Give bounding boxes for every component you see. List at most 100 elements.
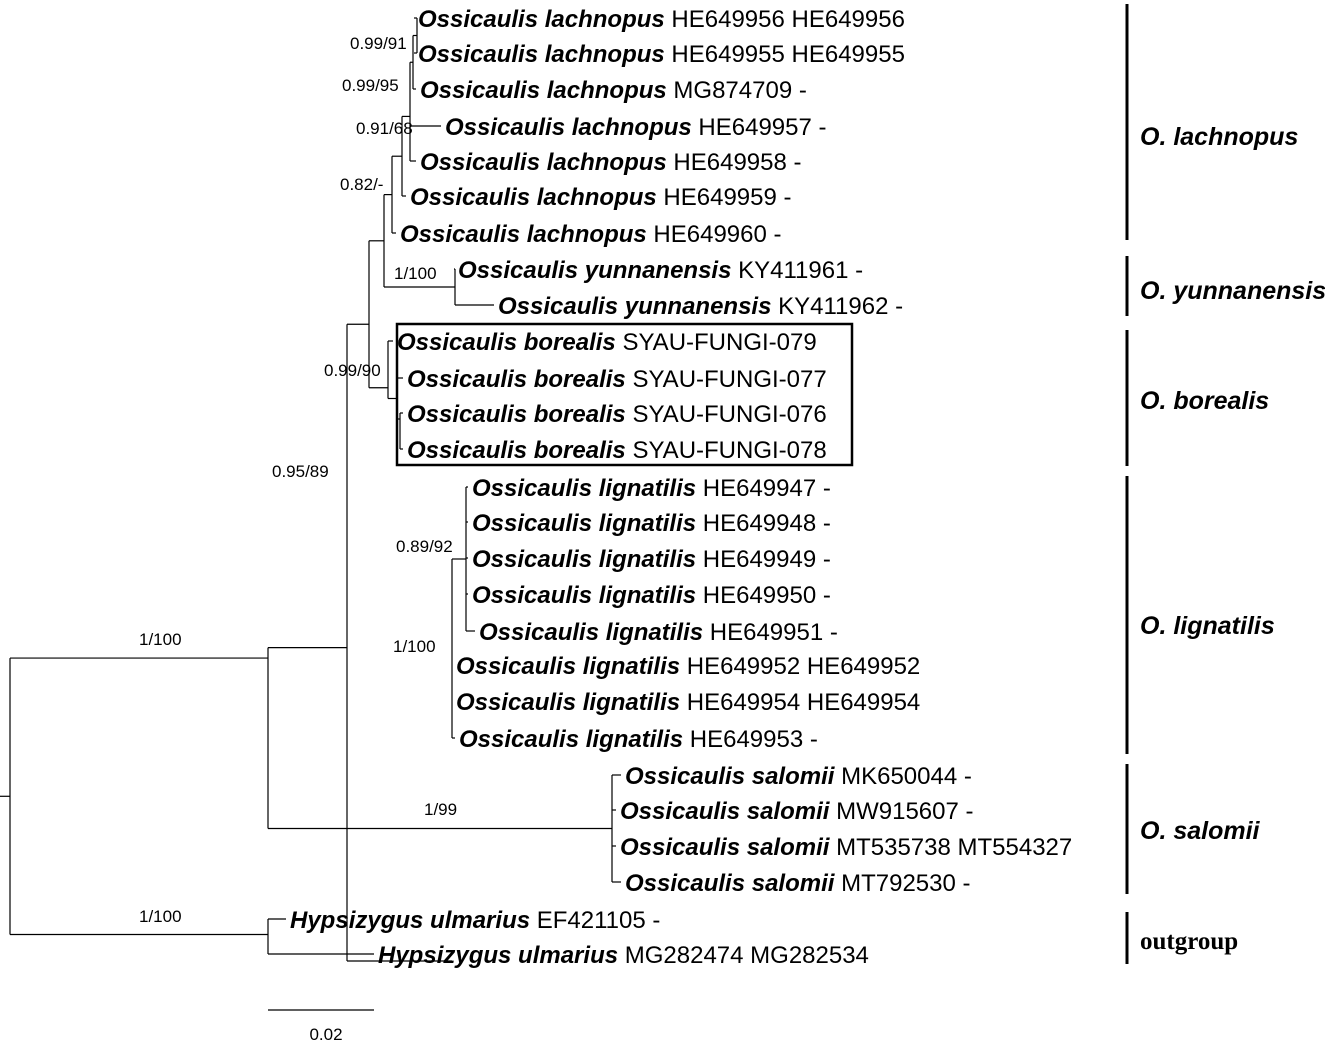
tip-species-name: Ossicaulis lachnopus — [410, 184, 657, 211]
tip-accessions: MW915607 - — [829, 798, 973, 825]
tip-accessions: HE649947 - — [696, 475, 831, 502]
support-value: 0.91/68 — [356, 119, 413, 138]
tip-label: Ossicaulis lachnopus MG874709 - — [420, 77, 807, 104]
tip-species-name: Ossicaulis lignatilis — [459, 726, 683, 753]
tip-accessions: KY411962 - — [771, 293, 903, 320]
clade-label: O. salomii — [1140, 817, 1261, 845]
tip-accessions: HE649949 - — [696, 546, 831, 573]
tip-label: Ossicaulis yunnanensis KY411962 - — [498, 293, 903, 320]
support-value: 0.89/92 — [396, 537, 453, 556]
scale-bar-label: 0.02 — [309, 1025, 342, 1044]
tip-accessions: HE649957 - — [692, 114, 827, 141]
tip-species-name: Ossicaulis lignatilis — [472, 582, 696, 609]
tip-accessions: MG282474 MG282534 — [618, 942, 869, 969]
tip-species-name: Ossicaulis yunnanensis — [458, 257, 731, 284]
tip-species-name: Ossicaulis lachnopus — [400, 221, 647, 248]
tip-accessions: HE649950 - — [696, 582, 831, 609]
tip-species-name: Ossicaulis lignatilis — [456, 689, 680, 716]
tip-label: Ossicaulis borealis SYAU-FUNGI-079 — [397, 329, 817, 356]
tip-accessions: MG874709 - — [667, 77, 807, 104]
support-value: 0.99/95 — [342, 76, 399, 95]
support-value: 1/100 — [394, 264, 437, 283]
tip-species-name: Ossicaulis lignatilis — [472, 475, 696, 502]
support-value: 0.99/90 — [324, 361, 381, 380]
tip-species-name: Ossicaulis lachnopus — [445, 114, 692, 141]
tip-species-name: Ossicaulis lachnopus — [420, 77, 667, 104]
tip-label: Ossicaulis borealis SYAU-FUNGI-076 — [407, 401, 827, 428]
tip-species-name: Ossicaulis salomii — [620, 798, 831, 825]
tip-labels: Ossicaulis lachnopus HE649956 HE649956Os… — [290, 6, 1072, 969]
tip-species-name: Ossicaulis salomii — [620, 834, 831, 861]
tip-species-name: Ossicaulis lachnopus — [420, 149, 667, 176]
tip-species-name: Ossicaulis lachnopus — [418, 41, 665, 68]
tip-accessions: SYAU-FUNGI-079 — [616, 329, 817, 356]
support-value: 0.99/91 — [350, 34, 407, 53]
tip-accessions: KY411961 - — [731, 257, 863, 284]
tip-species-name: Ossicaulis lignatilis — [456, 653, 680, 680]
tip-accessions: HE649953 - — [683, 726, 818, 753]
tip-accessions: HE649959 - — [657, 184, 792, 211]
tip-label: Ossicaulis lachnopus HE649960 - — [400, 221, 782, 248]
tip-species-name: Ossicaulis lignatilis — [472, 546, 696, 573]
tip-species-name: Ossicaulis borealis — [397, 329, 616, 356]
tip-accessions: HE649952 HE649952 — [680, 653, 920, 680]
clade-label: O. lachnopus — [1140, 123, 1298, 151]
tip-accessions: MK650044 - — [834, 763, 971, 790]
tip-species-name: Hypsizygus ulmarius — [290, 907, 530, 934]
tip-label: Ossicaulis lignatilis HE649949 - — [472, 546, 831, 573]
tip-accessions: HE649951 - — [703, 619, 838, 646]
clade-label: O. lignatilis — [1140, 612, 1275, 640]
tip-label: Ossicaulis salomii MK650044 - — [625, 763, 972, 790]
tip-accessions: HE649948 - — [696, 510, 831, 537]
tip-label: Ossicaulis borealis SYAU-FUNGI-078 — [407, 437, 827, 464]
tip-label: Ossicaulis salomii MT535738 MT554327 — [620, 834, 1072, 861]
tip-species-name: Ossicaulis borealis — [407, 401, 626, 428]
tip-label: Ossicaulis lignatilis HE649954 HE649954 — [456, 689, 920, 716]
tip-label: Ossicaulis lignatilis HE649953 - — [459, 726, 818, 753]
support-value: 0.82/- — [340, 175, 383, 194]
support-value: 1/100 — [139, 907, 182, 926]
support-value: 1/99 — [424, 800, 457, 819]
clade-label: outgroup — [1140, 928, 1238, 955]
tip-accessions: HE649954 HE649954 — [680, 689, 920, 716]
tip-label: Ossicaulis lignatilis HE649947 - — [472, 475, 831, 502]
tip-label: Ossicaulis lignatilis HE649948 - — [472, 510, 831, 537]
tip-accessions: HE649960 - — [647, 221, 782, 248]
tip-label: Ossicaulis lachnopus HE649956 HE649956 — [418, 6, 905, 33]
support-value: 0.95/89 — [272, 462, 329, 481]
tip-label: Hypsizygus ulmarius EF421105 - — [290, 907, 660, 934]
tip-label: Ossicaulis salomii MW915607 - — [620, 798, 974, 825]
tip-accessions: SYAU-FUNGI-077 — [626, 366, 827, 393]
tip-accessions: SYAU-FUNGI-076 — [626, 401, 827, 428]
tip-label: Ossicaulis yunnanensis KY411961 - — [458, 257, 863, 284]
tip-label: Ossicaulis lignatilis HE649952 HE649952 — [456, 653, 920, 680]
tip-label: Ossicaulis salomii MT792530 - — [625, 870, 971, 897]
tip-accessions: SYAU-FUNGI-078 — [626, 437, 827, 464]
tip-label: Ossicaulis lachnopus HE649957 - — [445, 114, 827, 141]
tip-accessions: EF421105 - — [530, 907, 660, 934]
tip-label: Ossicaulis lignatilis HE649951 - — [479, 619, 838, 646]
tip-label: Ossicaulis lachnopus HE649955 HE649955 — [418, 41, 905, 68]
tip-label: Ossicaulis lachnopus HE649959 - — [410, 184, 792, 211]
borealis-highlight-box — [395, 322, 854, 467]
tip-label: Ossicaulis lignatilis HE649950 - — [472, 582, 831, 609]
tip-species-name: Ossicaulis yunnanensis — [498, 293, 771, 320]
tip-species-name: Ossicaulis salomii — [625, 763, 836, 790]
support-value: 1/100 — [139, 630, 182, 649]
tip-species-name: Ossicaulis salomii — [625, 870, 836, 897]
tip-label: Ossicaulis lachnopus HE649958 - — [420, 149, 802, 176]
tip-species-name: Hypsizygus ulmarius — [378, 942, 618, 969]
tip-species-name: Ossicaulis borealis — [407, 366, 626, 393]
tip-label: Ossicaulis borealis SYAU-FUNGI-077 — [407, 366, 827, 393]
tip-accessions: MT535738 MT554327 — [829, 834, 1072, 861]
tip-species-name: Ossicaulis borealis — [407, 437, 626, 464]
tree-branches — [0, 17, 621, 962]
tip-species-name: Ossicaulis lachnopus — [418, 6, 665, 33]
tip-accessions: MT792530 - — [834, 870, 970, 897]
clade-label: O. yunnanensis — [1140, 277, 1325, 305]
tip-accessions: HE649956 HE649956 — [665, 6, 905, 33]
tip-label: Hypsizygus ulmarius MG282474 MG282534 — [378, 942, 869, 969]
scale-bar: 0.02 — [268, 1009, 374, 1044]
